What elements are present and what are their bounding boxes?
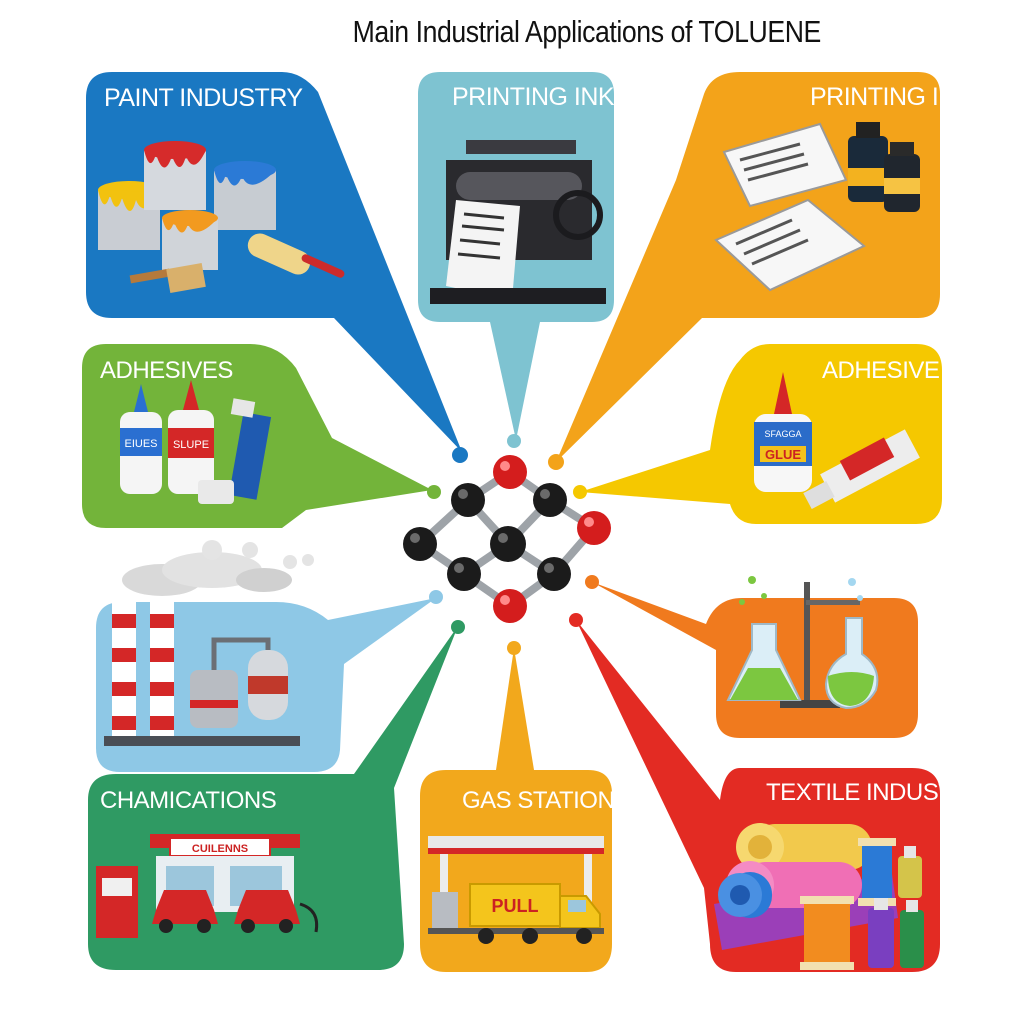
newspapers-ink-bottles-icon (714, 122, 920, 292)
panel-chemical-plant (96, 540, 443, 772)
panel-printing-ink-press: PRINTING INK (418, 72, 615, 448)
truck-label: PULL (492, 896, 539, 916)
fuel-truck-icon: PULL (428, 836, 604, 944)
panel-textile-industry: TEXTILE INDUSTRY (569, 613, 985, 972)
glue-label: GLUE (765, 447, 801, 462)
panel-label: CHAMICATIONS (100, 787, 276, 814)
glue-bottle-tube-icon: SFAGGA GLUE (754, 372, 920, 510)
panel-label: GAS STATIONS (462, 787, 630, 814)
fabric-rolls-threads-icon (714, 823, 924, 970)
panel-chamications: CHAMICATIONS CUILENNS (88, 620, 465, 970)
panel-label: PRINTING INK (810, 83, 973, 111)
panel-label: TEXTILE INDUSTRY (766, 779, 985, 806)
panel-gas-stations: GAS STATIONS PULL (420, 641, 630, 972)
panel-printing-ink-papers: PRINTING INK (548, 72, 973, 470)
chemical-plant-icon (104, 540, 314, 746)
paint-cans-icon (98, 141, 345, 293)
station-sign-label: CUILENNS (192, 843, 248, 855)
panel-paint-industry: PAINT INDUSTRY (86, 72, 468, 463)
glue-bottle-label: SLUPE (173, 439, 209, 451)
lab-flasks-icon (726, 576, 879, 710)
glue-brand-label: SFAGGA (764, 429, 801, 439)
panel-label: ADHESIVES (100, 357, 233, 384)
glue-bottles-icon: EIUES SLUPE (120, 380, 272, 504)
printing-press-icon (430, 140, 606, 304)
panel-label: ADHESIVE (822, 357, 939, 384)
panel-laboratory (585, 575, 918, 738)
gas-station-icon: CUILENNS (96, 834, 319, 938)
glue-bottle-label: EIUES (124, 438, 157, 450)
panel-label: PRINTING INK (452, 83, 615, 111)
toluene-molecule-icon (403, 455, 611, 623)
panel-label: PAINT INDUSTRY (104, 84, 303, 112)
panel-adhesive: ADHESIVE SFAGGA GLUE (573, 344, 942, 524)
panel-adhesives: ADHESIVES EIUES SLUPE (82, 344, 441, 528)
page-title: Main Industrial Applications of TOLUENE (352, 14, 822, 49)
